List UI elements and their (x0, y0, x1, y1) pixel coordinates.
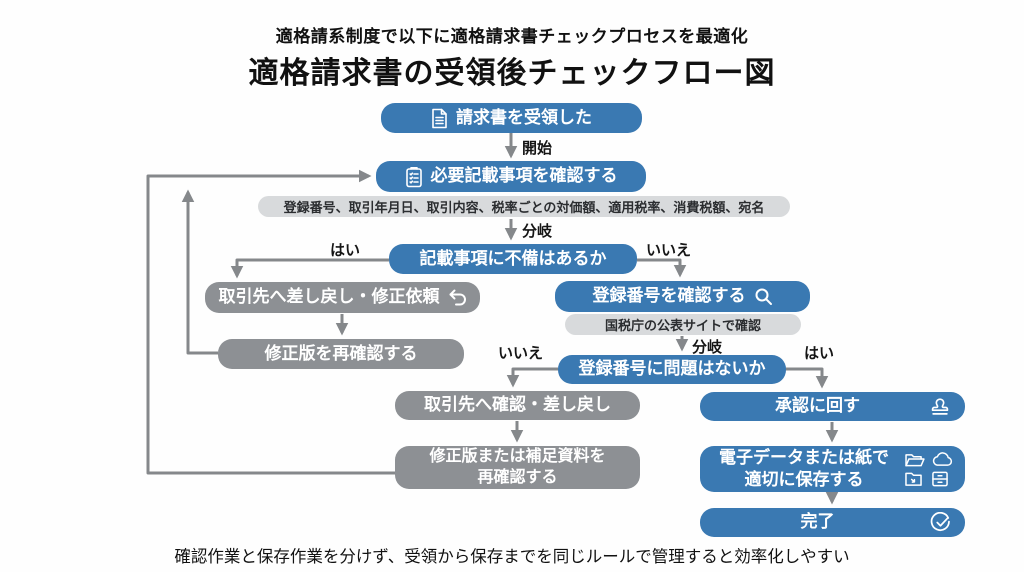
edge-label-yes1: はい (330, 242, 361, 259)
node-label-line1: 修正版または補足資料を (429, 447, 606, 465)
cabinet-icon (931, 471, 953, 487)
node-decision-defects: 記載事項に不備はあるか (389, 244, 637, 274)
edge-label-start: 開始 (522, 140, 553, 157)
node-decision-regnum: 登録番号に問題はないか (558, 355, 786, 384)
folder-icon (904, 471, 925, 487)
edge-label-branch1: 分岐 (522, 223, 553, 240)
undo-icon (448, 289, 467, 306)
cloud-icon (931, 452, 953, 467)
node-label: 電子データまたは紙で 適切に保存する (712, 447, 896, 491)
node-recheck-docs: 修正版または補足資料を 再確認する (395, 446, 640, 489)
edge-label-yes2: はい (804, 345, 835, 362)
footer-note: 確認作業と保存作業を分けず、受領から保存までを同じルールで管理すると効率化しやす… (174, 548, 850, 566)
node-return-fix: 取引先へ差し戻し・修正依頼 (205, 282, 480, 313)
node-complete: 完了 (700, 508, 965, 537)
node-label-line2: 適切に保存する (744, 470, 864, 489)
check-circle-icon (929, 511, 951, 534)
note-nta-site: 国税庁の公表サイトで確認 (565, 314, 801, 335)
node-check-regnum: 登録番号を確認する (555, 281, 810, 312)
node-label: 請求書を受領した (456, 107, 592, 127)
node-check-required-items: 必要記載事項を確認する (376, 161, 646, 192)
node-label: 必要記載事項を確認する (430, 166, 618, 186)
note-required-items: 登録番号、取引年月日、取引内容、税率ごとの対価額、適用税率、消費税額、宛名 (258, 196, 790, 217)
document-icon (431, 108, 448, 129)
node-label-line2: 再確認する (477, 468, 558, 486)
edge-label-no2: いいえ (498, 345, 544, 362)
node-store: 電子データまたは紙で 適切に保存する (700, 446, 965, 492)
node-approve: 承認に回す (700, 392, 965, 421)
node-label: 完了 (800, 512, 835, 532)
node-label: 取引先へ差し戻し・修正依頼 (218, 287, 440, 307)
edge-no2 (506, 367, 558, 388)
store-icon-grid (904, 452, 953, 487)
edge-yes1 (230, 258, 389, 279)
edge-loop-recheck-docs (146, 169, 395, 475)
edge-label-no1: いいえ (646, 242, 692, 259)
node-label-line1: 電子データまたは紙で (719, 447, 889, 467)
diagram-subtitle: 適格請系制度で以下に適格請求書チェックプロセスを最適化 (275, 27, 749, 46)
node-receive-invoice: 請求書を受領した (381, 103, 642, 133)
node-confirm-return: 取引先へ確認・差し戻し (395, 391, 640, 420)
stamp-icon (929, 396, 951, 418)
node-label: 登録番号を確認する (592, 286, 746, 306)
edge-label-branch2: 分岐 (692, 339, 723, 356)
edge-loop-recheck-fixed (181, 189, 218, 355)
edge-yes2 (785, 367, 829, 389)
search-icon (754, 287, 773, 306)
node-label: 承認に回す (775, 396, 860, 416)
clipboard-icon (405, 166, 423, 188)
edge-no1 (637, 258, 687, 278)
node-recheck-fixed: 修正版を再確認する (218, 339, 464, 369)
folder-open-icon (904, 452, 925, 468)
diagram-title: 適格請求書の受領後チェックフロー図 (248, 57, 776, 90)
